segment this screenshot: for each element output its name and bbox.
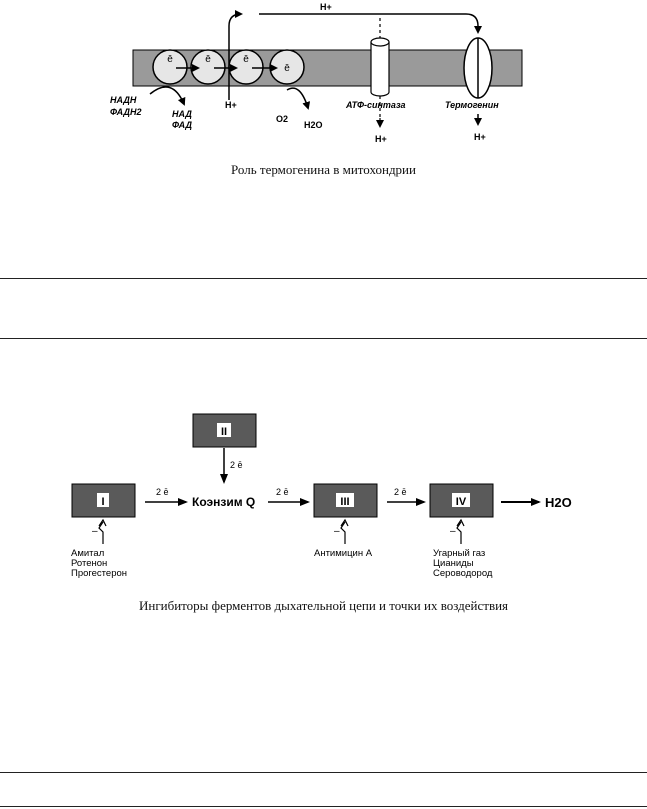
divider-bottom-2 <box>0 806 647 807</box>
inhibitor-4-1: Угарный газ <box>433 548 485 559</box>
coenzyme-q-label: Коэнзим Q <box>192 495 255 509</box>
atp-synthase <box>370 18 390 128</box>
complex-3-box: III <box>313 483 378 518</box>
h-plus-thermogenin-label: H+ <box>474 132 486 142</box>
inhibitor-1-1: Амитал <box>71 548 104 559</box>
nad-label: НАД <box>172 109 192 119</box>
h-plus-top-label: H+ <box>320 2 332 12</box>
atp-synthase-label: АТФ-синтаза <box>345 100 406 110</box>
divider-top-1 <box>0 278 647 279</box>
h2o-label: H2O <box>304 120 323 130</box>
inhibitor-3-1: Антимицин А <box>314 548 373 559</box>
electrons-label: 2 ē <box>156 487 169 497</box>
electron-label: ē <box>205 54 211 65</box>
water-label: H2O <box>545 495 572 510</box>
oxygen-reduction-arrow <box>286 87 311 110</box>
figure-2-caption: Ингибиторы ферментов дыхательной цепи и … <box>138 598 509 613</box>
proton-flow-arrow <box>259 13 482 34</box>
minus-sign: – <box>334 526 340 537</box>
minus-sign: – <box>450 526 456 537</box>
inhibition-marker-1: – <box>92 518 107 544</box>
complex-1-label: I <box>101 496 104 508</box>
electron-label: ē <box>167 54 173 65</box>
inhibitor-1-3: Прогестерон <box>71 568 127 579</box>
electron-carrier-1: ē <box>152 49 188 85</box>
proton-pump-path <box>228 10 243 100</box>
complex-4-label: IV <box>456 496 467 508</box>
h-plus-atp-label: H+ <box>375 134 387 144</box>
electrons-label: 2 ē <box>394 487 407 497</box>
inhibition-marker-3: – <box>334 518 349 544</box>
electron-label: ē <box>284 63 290 74</box>
fad-label: ФАД <box>172 120 193 130</box>
inhibition-marker-4: – <box>450 518 465 544</box>
electrons-label: 2 ē <box>276 487 289 497</box>
electrons-label: 2 ē <box>230 460 243 470</box>
figure-1-caption: Роль термогенина в митохондрии <box>231 162 416 177</box>
minus-sign: – <box>92 526 98 537</box>
respiratory-chain-inhibitors-diagram: II 2 ē I 2 ē Коэнзим Q 2 ē III 2 ē IV H2… <box>71 413 572 579</box>
complex-2-box: II <box>192 413 257 448</box>
thermogenin-channel <box>463 37 493 126</box>
thermogenin-diagram: ē ē ē ē НАДН ФАДН2 НАД ФАД H+ H+ O2 H2O … <box>110 2 523 144</box>
divider-bottom-1 <box>0 772 647 773</box>
complex-2-label: II <box>221 426 227 438</box>
electron-carrier-4: ē <box>269 49 305 85</box>
inhibitor-1-2: Ротенон <box>71 558 107 569</box>
electron-label: ē <box>243 54 249 65</box>
fadh2-label: ФАДН2 <box>110 107 142 117</box>
electron-carrier-2: ē <box>190 49 226 85</box>
nadh-oxidation-arrow <box>149 86 186 106</box>
o2-label: O2 <box>276 114 288 124</box>
complex-4-box: IV <box>429 483 494 518</box>
inhibitor-4-3: Сероводород <box>433 568 493 579</box>
nadh-label: НАДН <box>110 95 137 105</box>
electron-carrier-3: ē <box>228 49 264 85</box>
thermogenin-label: Термогенин <box>445 100 499 110</box>
complex-1-box: I <box>71 483 136 518</box>
complex-3-label: III <box>340 496 349 508</box>
inhibitor-4-2: Цианиды <box>433 558 474 569</box>
h-plus-inner-label: H+ <box>225 100 237 110</box>
divider-top-2 <box>0 338 647 339</box>
